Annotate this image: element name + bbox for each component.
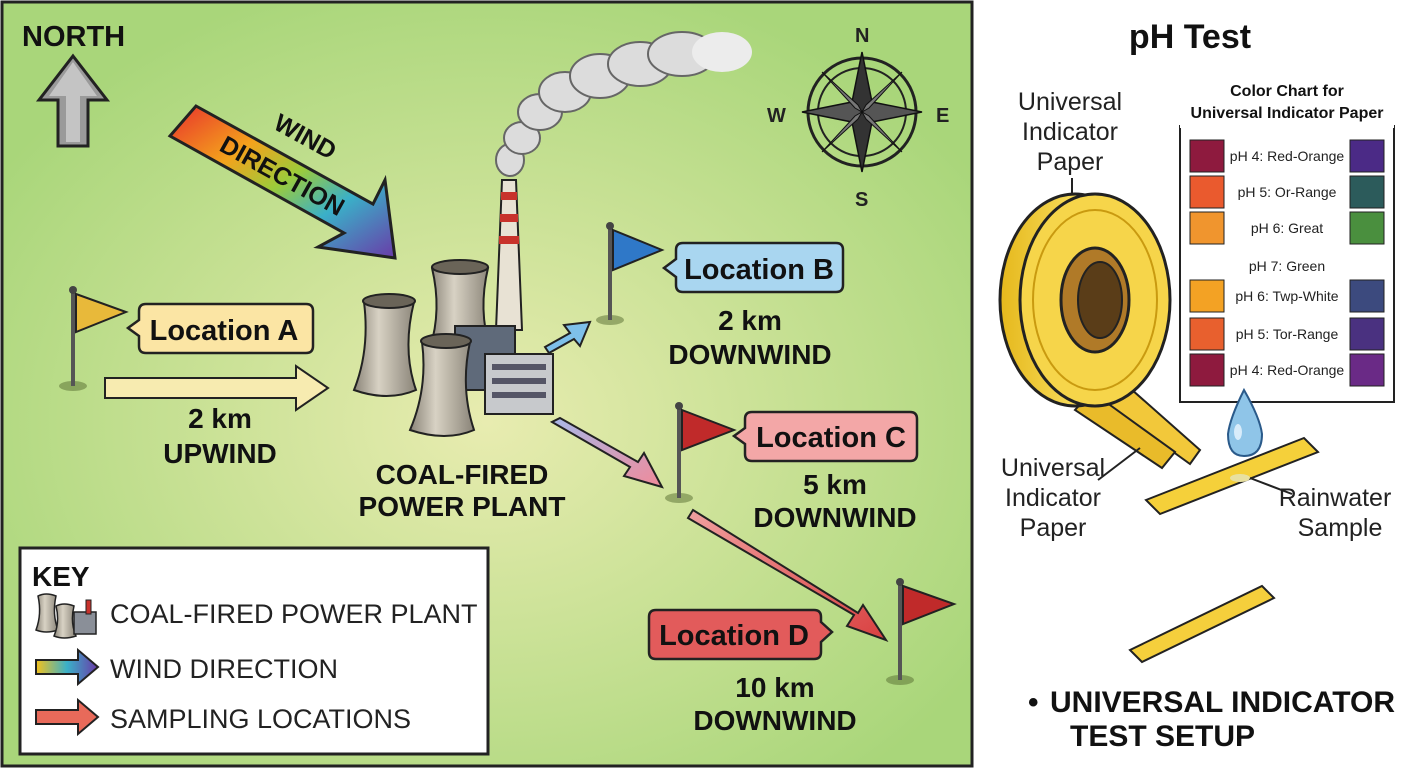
arrow-to-d-icon [686,508,889,642]
location-a-name: Location A [150,315,299,347]
chart-swatch-left [1189,211,1225,245]
north-label: NORTH [22,21,125,53]
map-key: KEY COAL-FIRED POWER PLANT WIND DIRECTIO… [18,546,490,756]
arrow-to-c-icon [549,416,664,489]
location-c-name: Location C [756,422,906,454]
flag-c-icon [665,402,737,503]
sample-label-line2: Sample [1298,514,1383,542]
caption-bullet: • [1028,686,1039,719]
chart-row-label: pH 4: Red-Orange [1230,148,1345,164]
roll-label-line3: Paper [1037,148,1104,176]
chart-swatch-right [1349,175,1385,209]
compass-rose-icon [801,51,923,173]
chart-row-label: pH 4: Red-Orange [1230,362,1345,378]
strip-label-line2: Indicator [1005,484,1101,512]
chart-rows: pH 4: Red-Orange pH 5: Or-Range pH 6: Grea… [1189,139,1385,387]
key-plant-icon [35,593,97,639]
location-d-distance: 10 km [735,672,814,703]
compass-north: N [855,25,869,47]
caption-line2: TEST SETUP [1070,720,1255,753]
location-d-tag: Location D [647,608,834,661]
water-droplet-icon [1226,387,1264,458]
flag-a-icon [59,286,129,391]
location-b-distance: 2 km [718,305,782,336]
plant-label-line1: COAL-FIRED [376,459,549,490]
smoke-plume-icon [495,31,752,177]
key-item-sampling: SAMPLING LOCATIONS [110,704,411,734]
chart-row-label: pH 6: Great [1251,220,1323,236]
wind-direction-arrow-icon [167,104,397,260]
flag-b-icon [596,222,665,325]
loose-strip-icon [1128,584,1276,664]
chart-swatch-left [1189,353,1225,387]
chart-title-line1: Color Chart for [1230,83,1344,100]
compass-south: S [855,189,868,211]
location-a-distance: 2 km [188,403,252,434]
key-item-plant: COAL-FIRED POWER PLANT [110,599,478,629]
color-chart: Color Chart for Universal Indicator Pape… [1179,76,1395,403]
key-sampling-icon [35,697,100,737]
chart-swatch-left [1189,139,1225,173]
strip-label-leader [1097,447,1141,481]
chart-row-label: pH 5: Tor-Range [1236,326,1339,342]
arrow-to-b-icon [543,320,592,355]
chart-row-label: pH 5: Or-Range [1238,184,1337,200]
strip-label-line1: Universal [1001,454,1105,482]
plant-label-line2: POWER PLANT [359,491,566,522]
key-wind-icon [35,647,100,687]
location-b-tag: Location B [661,241,845,294]
droplet-highlight [1234,424,1242,440]
chart-swatch-left [1189,317,1225,351]
sample-label-leader [1249,477,1293,495]
location-a-direction: UPWIND [163,438,277,469]
chart-swatch-right [1349,279,1385,313]
chart-row-label: pH 6: Twp-White [1235,288,1338,304]
caption-line1: UNIVERSAL INDICATOR [1050,686,1395,719]
chart-swatch-right [1349,317,1385,351]
strip-label-line3: Paper [1020,514,1087,542]
chart-swatch-right [1349,139,1385,173]
compass-west: W [767,105,786,127]
location-c-tag: Location C [731,410,919,463]
roll-label-line2: Indicator [1022,118,1118,146]
sample-label-line1: Rainwater [1279,484,1392,512]
location-d-name: Location D [659,620,809,652]
smokestack-icon [494,179,524,331]
key-title: KEY [32,561,90,592]
location-b-direction: DOWNWIND [668,339,831,370]
chart-swatch-left [1189,279,1225,313]
key-item-wind: WIND DIRECTION [110,654,338,684]
location-c-distance: 5 km [803,469,867,500]
north-arrow-icon [35,53,111,148]
location-d-direction: DOWNWIND [693,705,856,736]
power-plant-icon [352,259,554,437]
compass-east: E [936,105,949,127]
wet-spot [1230,474,1250,482]
roll-label-line1: Universal [1018,88,1122,116]
location-c-direction: DOWNWIND [753,502,916,533]
upwind-arrow-icon [104,364,330,412]
ph-panel-title: pH Test [1129,18,1251,56]
location-b-name: Location B [684,254,834,286]
chart-swatch-right [1349,353,1385,387]
chart-title-line2: Universal Indicator Paper [1191,105,1384,122]
chart-swatch-right [1349,211,1385,245]
indicator-paper-roll-icon [998,192,1202,470]
location-a-tag: Location A [125,302,315,355]
flag-d-icon [886,578,957,685]
chart-row-label: pH 7: Green [1249,258,1325,274]
chart-swatch-left [1189,175,1225,209]
